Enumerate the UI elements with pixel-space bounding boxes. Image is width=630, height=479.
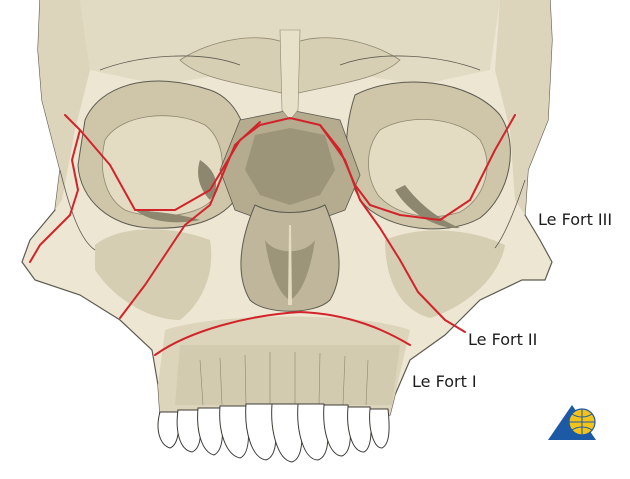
fracture-lines	[29, 114, 516, 356]
orbits	[77, 80, 511, 230]
le-fort-iii-label: Le Fort III	[538, 210, 613, 229]
le-fort-ii-label: Le Fort II	[468, 330, 538, 349]
nasal-region	[179, 29, 401, 312]
le-fort-ii-line	[119, 121, 466, 333]
teeth	[157, 403, 390, 463]
le-fort-i-label: Le Fort I	[412, 372, 477, 391]
globe-triangle-logo	[548, 405, 596, 440]
maxilla	[95, 229, 505, 415]
le-fort-iii-line	[29, 114, 516, 263]
suture-lines	[59, 55, 526, 251]
le-fort-i-line	[154, 311, 411, 356]
